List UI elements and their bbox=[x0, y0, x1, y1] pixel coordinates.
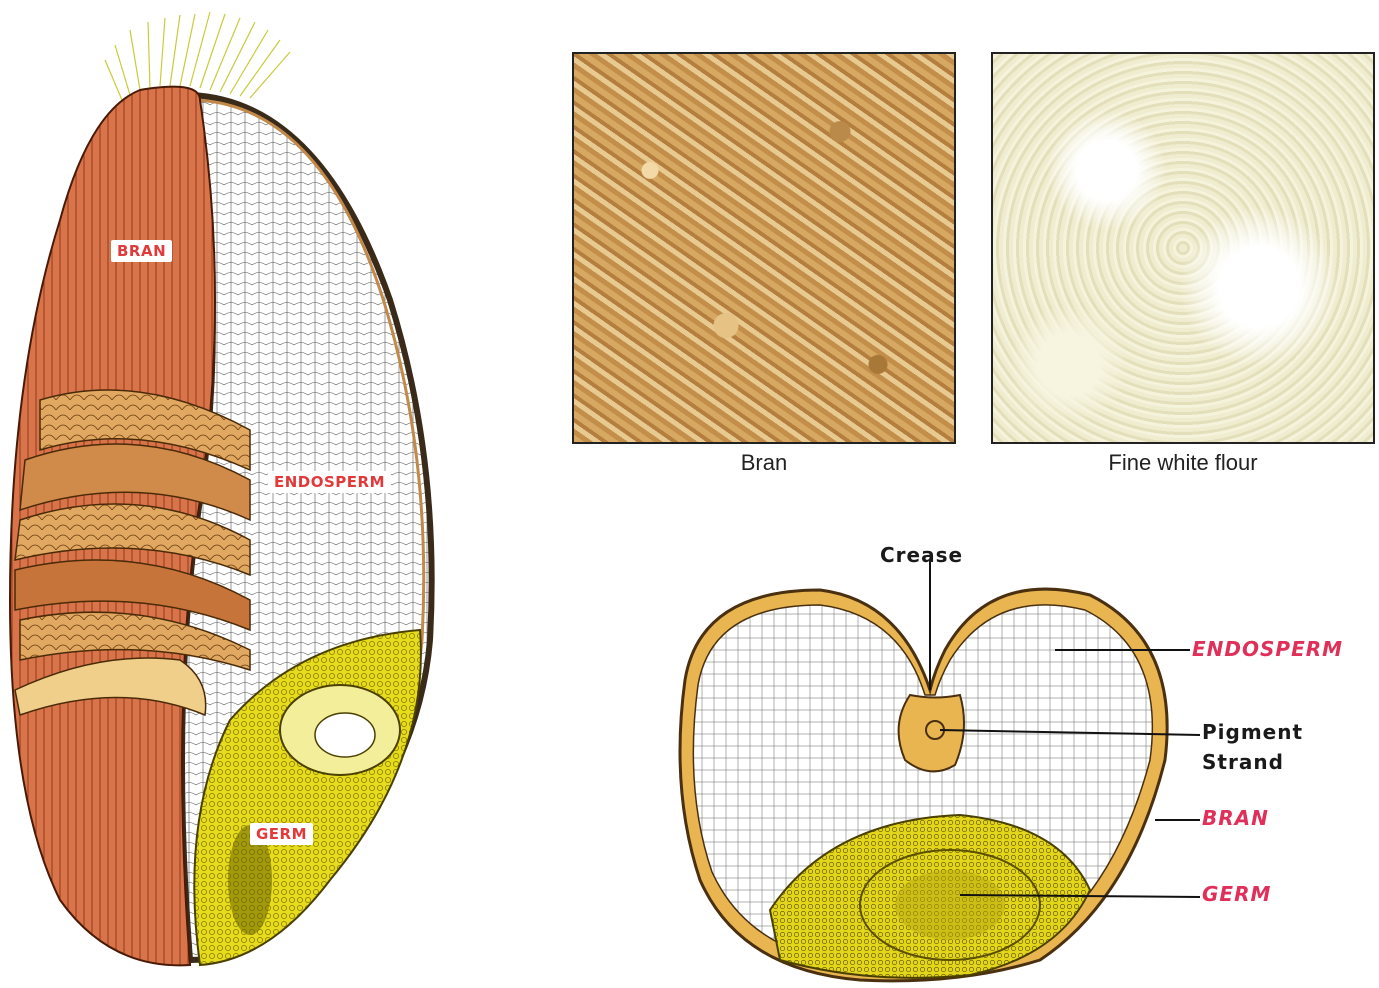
cross-endosperm-label: ENDOSPERM bbox=[1192, 637, 1343, 661]
bran-photo bbox=[572, 52, 956, 444]
pigment-strand-label: Pigment Strand bbox=[1202, 717, 1303, 777]
crease-label: Crease bbox=[880, 540, 963, 570]
bran-photo-caption: Bran bbox=[572, 450, 956, 476]
kernel-bran-label: BRAN bbox=[111, 240, 172, 262]
kernel-germ-label: GERM bbox=[250, 823, 313, 845]
cross-germ-label: GERM bbox=[1202, 882, 1271, 906]
brush-hairs bbox=[105, 12, 290, 100]
pigment-strand-line2: Strand bbox=[1202, 747, 1303, 777]
flour-photo-caption: Fine white flour bbox=[991, 450, 1375, 476]
pigment-strand-line1: Pigment bbox=[1202, 717, 1303, 747]
flour-photo bbox=[991, 52, 1375, 444]
kernel-cross-section bbox=[660, 560, 1200, 988]
cross-bran-label: BRAN bbox=[1202, 806, 1269, 830]
kernel-endosperm-label: ENDOSPERM bbox=[268, 471, 391, 493]
wheat-kernel-illustration bbox=[0, 0, 470, 988]
